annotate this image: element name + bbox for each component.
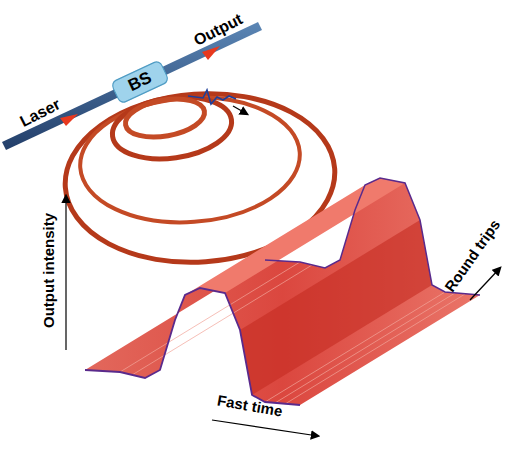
pulse	[188, 90, 236, 104]
axis-label: Round trips	[441, 216, 503, 295]
arrow-head	[202, 46, 220, 60]
axis-label: Output intensity	[40, 213, 57, 328]
fiber	[2, 22, 262, 150]
axis-arrow	[65, 196, 66, 350]
axis-arrow	[470, 268, 500, 300]
node-label: BS	[110, 61, 169, 103]
pulse-arrow	[233, 106, 247, 114]
axis-arrow	[212, 420, 318, 436]
arrow-head	[60, 114, 78, 126]
waterfall-surface	[85, 178, 480, 405]
